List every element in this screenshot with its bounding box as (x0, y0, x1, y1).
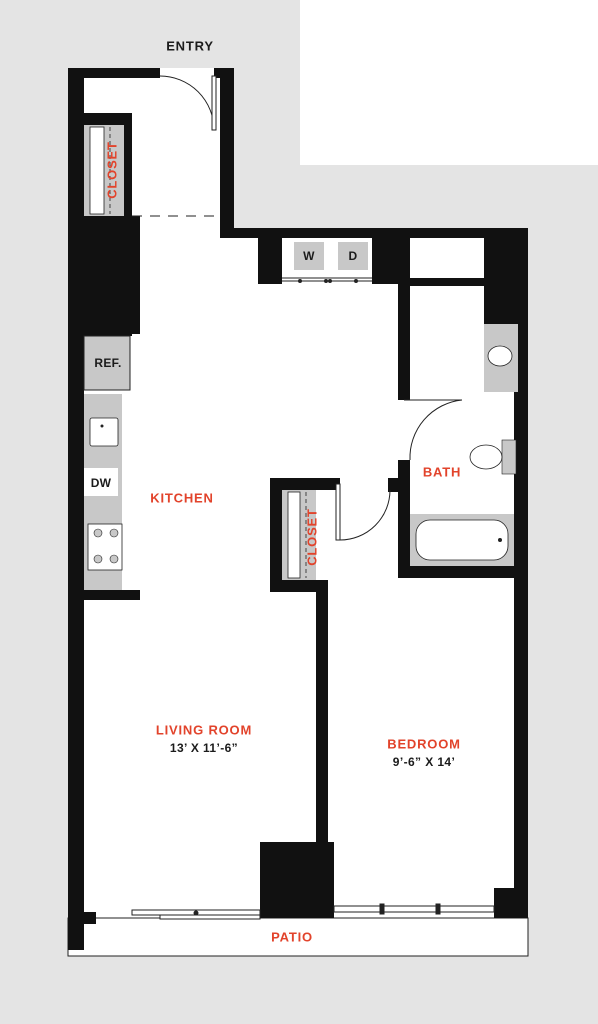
refrigerator-label: REF. (94, 356, 122, 370)
kitchen-label: KITCHEN (150, 490, 214, 506)
patio-label: PATIO (271, 929, 313, 945)
walls (68, 68, 528, 950)
dishwasher-label: DW (90, 476, 112, 490)
laundry-area (282, 238, 372, 283)
dryer-label: D (348, 249, 358, 263)
living-room-sliding-door[interactable] (131, 909, 261, 920)
bedroom-label: BEDROOM (387, 736, 461, 752)
bedroom-dimensions: 9’-6” X 14’ (392, 755, 456, 769)
washer-label: W (303, 249, 315, 263)
entry-door[interactable] (159, 75, 217, 131)
bedroom-door[interactable] (335, 483, 391, 541)
upper-notch-background (300, 0, 598, 165)
living-room-label: LIVING ROOM (155, 722, 253, 738)
bath-label: BATH (422, 464, 462, 480)
bedroom-closet-shelf (282, 490, 316, 580)
bedroom-closet-label: CLOSET (304, 508, 320, 566)
living-room-dimensions: 13’ X 11’-6” (169, 741, 239, 755)
bedroom-window (333, 903, 495, 915)
bath-fixtures (410, 324, 518, 566)
entry-label: ENTRY (166, 38, 214, 54)
kitchen-counter (84, 394, 123, 590)
entry-closet-shelf (84, 125, 124, 216)
bath-door[interactable] (404, 399, 463, 461)
entry-closet-label: CLOSET (104, 141, 120, 199)
refrigerator (83, 335, 131, 391)
patio-area (67, 917, 529, 957)
